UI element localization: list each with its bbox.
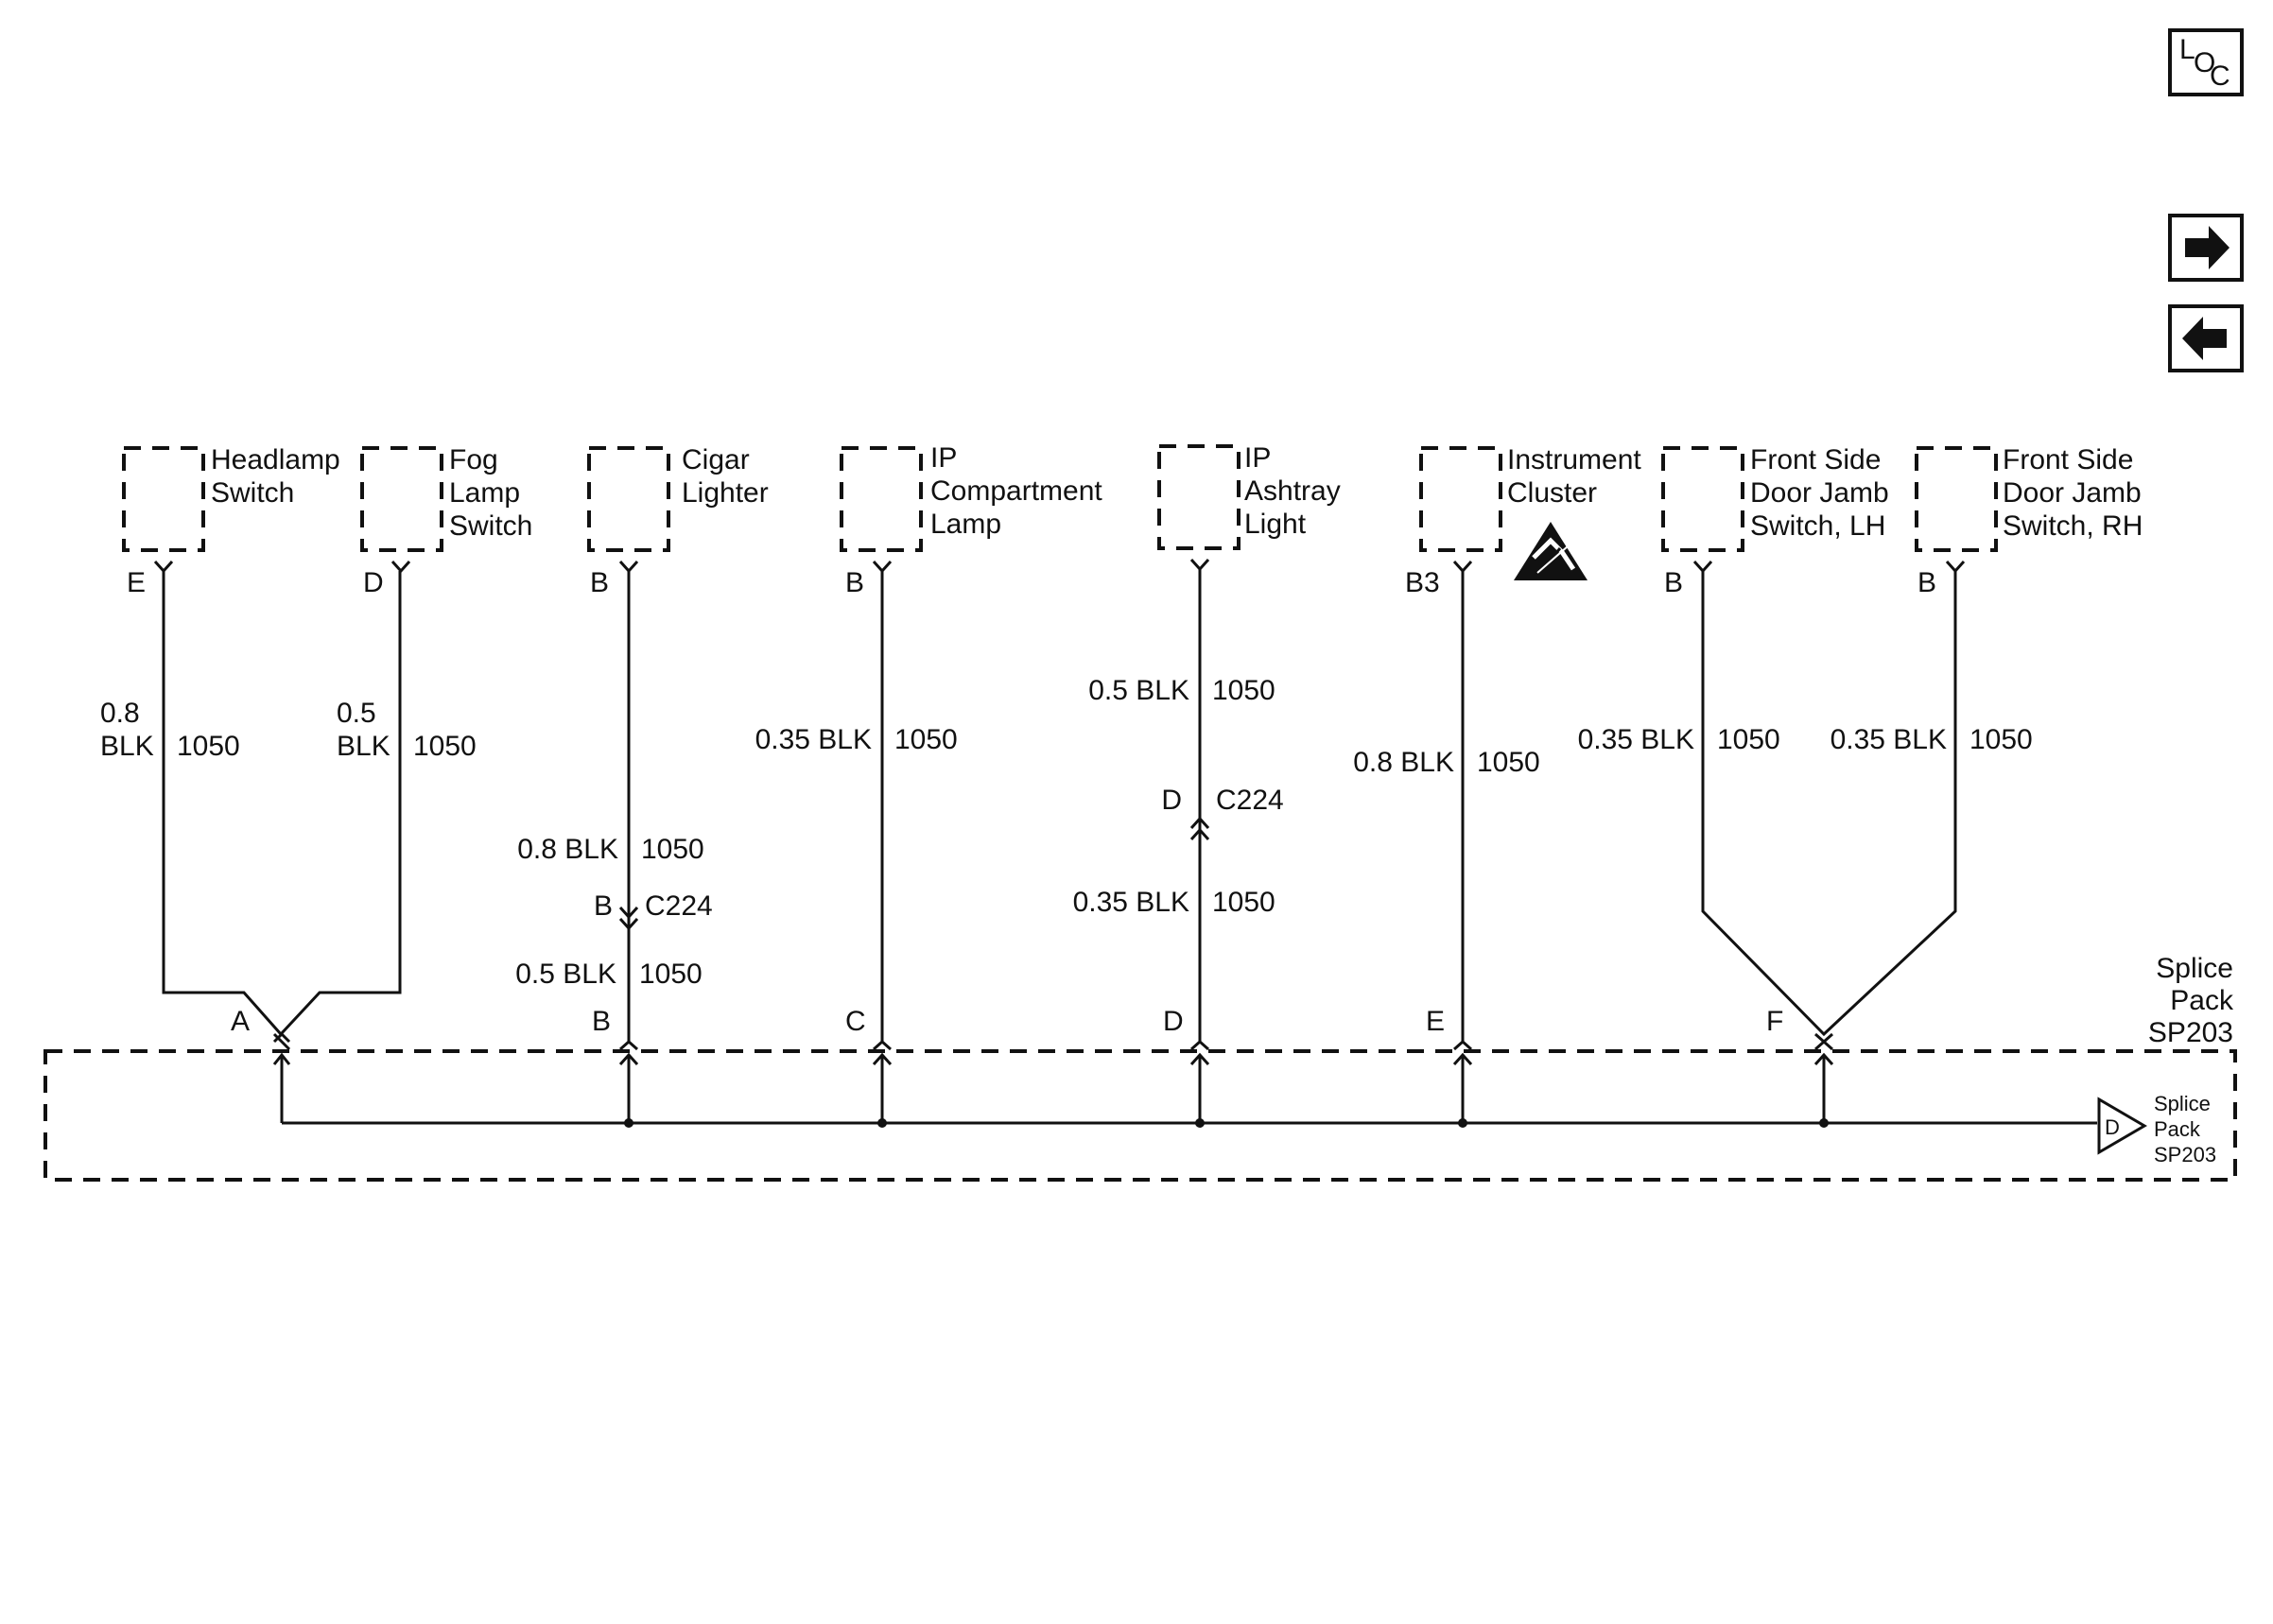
door-rh-pin: B (1917, 567, 1936, 598)
ip-ashtray-light-label-3: Light (1244, 509, 1307, 540)
splice-pack-label-1: Splice (2156, 953, 2233, 984)
fog-lamp-switch-label-1: Fog (449, 444, 498, 475)
ip-ashtray-light-label-1: IP (1244, 442, 1271, 474)
fog-lamp-switch-component: Fog Lamp Switch (360, 444, 532, 552)
splice-reference-label-2: Pack (2154, 1117, 2201, 1141)
splice-pin-c: C (845, 1006, 866, 1037)
headlamp-switch-label-1: Headlamp (211, 444, 340, 475)
cigar-lower-wire-size: 0.5 BLK (515, 959, 616, 990)
splice-pack-label-2: Pack (2170, 985, 2234, 1016)
cigar-pin: B (590, 567, 609, 598)
splice-terminals (272, 1031, 1833, 1051)
component-terminals (153, 558, 1966, 574)
fog-wire-size-1: 0.5 (337, 698, 376, 729)
splice-pin-f: F (1766, 1006, 1783, 1037)
door-lh-pin: B (1664, 567, 1683, 598)
fog-pin: D (363, 567, 384, 598)
ashtray-lower-wire-circuit: 1050 (1212, 887, 1275, 918)
ip-compartment-wire-size: 0.35 BLK (755, 724, 872, 755)
door-jamb-lh-label-3: Switch, LH (1750, 510, 1885, 542)
previous-page-button[interactable] (2168, 304, 2244, 372)
arrow-right-icon (2185, 226, 2230, 269)
ashtray-upper-wire-circuit: 1050 (1212, 675, 1275, 706)
ip-compartment-wire-circuit: 1050 (894, 724, 958, 755)
door-jamb-rh-label-3: Switch, RH (2003, 510, 2143, 542)
instrument-wire-size: 0.8 BLK (1353, 747, 1454, 778)
cigar-upper-wire-circuit: 1050 (641, 834, 704, 865)
fog-lamp-switch-label-3: Switch (449, 510, 532, 542)
loc-letter-c: C (2210, 60, 2230, 92)
door-jamb-rh-label-1: Front Side (2003, 444, 2133, 475)
c224-ashtray-connector (1189, 816, 1210, 841)
ip-ashtray-light-component: IP Ashtray Light (1157, 442, 1341, 550)
instrument-cluster-pin: B3 (1405, 567, 1440, 598)
ashtray-c224-pin: D (1161, 785, 1182, 816)
loc-letter-o: O (2194, 47, 2215, 78)
headlamp-wire-size-1: 0.8 (100, 698, 140, 729)
splice-pin-a: A (231, 1006, 250, 1037)
front-side-door-jamb-switch-lh-component: Front Side Door Jamb Switch, LH (1661, 444, 1889, 552)
splice-reference-label-1: Splice (2154, 1092, 2211, 1115)
c224-cigar-connector (618, 906, 639, 931)
fog-wire-circuit: 1050 (413, 731, 477, 762)
splice-pack-label-3: SP203 (2148, 1017, 2233, 1048)
splice-pin-e: E (1426, 1006, 1445, 1037)
wire-door-jamb (1701, 571, 1957, 1037)
instrument-wire-circuit: 1050 (1477, 747, 1540, 778)
splice-reference-label-3: SP203 (2154, 1143, 2216, 1166)
ashtray-upper-wire-size: 0.5 BLK (1088, 675, 1189, 706)
headlamp-wire-size-2: BLK (100, 731, 154, 762)
ip-compartment-lamp-label-3: Lamp (930, 509, 1001, 540)
ip-compartment-pin: B (845, 567, 864, 598)
headlamp-wire-circuit: 1050 (177, 731, 240, 762)
headlamp-switch-component: Headlamp Switch (122, 444, 340, 552)
cigar-c224-pin: B (594, 890, 613, 922)
splice-reference-pin: D (2105, 1115, 2120, 1139)
cigar-lighter-component: Cigar Lighter (587, 444, 769, 552)
door-lh-wire-circuit: 1050 (1717, 724, 1780, 755)
ip-compartment-lamp-component: IP Compartment Lamp (840, 442, 1102, 552)
door-rh-wire-size: 0.35 BLK (1831, 724, 1947, 755)
wire-headlamp (162, 571, 402, 1037)
next-page-button[interactable] (2168, 214, 2244, 282)
ip-compartment-lamp-label-1: IP (930, 442, 957, 474)
door-jamb-rh-label-2: Door Jamb (2003, 477, 2142, 509)
splice-bus (272, 1052, 2097, 1128)
arrow-left-icon (2182, 317, 2227, 360)
cigar-lower-wire-circuit: 1050 (639, 959, 703, 990)
loc-letter-l: L (2179, 34, 2195, 65)
ip-ashtray-light-label-2: Ashtray (1244, 475, 1341, 507)
door-jamb-lh-label-2: Door Jamb (1750, 477, 1889, 509)
splice-pin-b: B (592, 1006, 611, 1037)
instrument-cluster-component: Instrument Cluster (1419, 444, 1641, 580)
ashtray-c224-name: C224 (1216, 785, 1284, 816)
ip-compartment-lamp-label-2: Compartment (930, 475, 1102, 507)
fog-lamp-switch-label-2: Lamp (449, 477, 520, 509)
splice-pack-box (43, 1049, 2237, 1182)
headlamp-switch-label-2: Switch (211, 477, 294, 509)
esd-warning-icon (1514, 522, 1588, 580)
ashtray-lower-wire-size: 0.35 BLK (1073, 887, 1189, 918)
cigar-lighter-label-1: Cigar (682, 444, 750, 475)
splice-pack-reference[interactable]: D Splice Pack SP203 (2097, 1092, 2216, 1166)
door-rh-wire-circuit: 1050 (1969, 724, 2033, 755)
cigar-upper-wire-size: 0.8 BLK (517, 834, 618, 865)
cigar-lighter-label-2: Lighter (682, 477, 769, 509)
instrument-cluster-label-2: Cluster (1507, 477, 1597, 509)
splice-pin-d: D (1163, 1006, 1184, 1037)
loc-button[interactable]: L O C (2168, 28, 2244, 96)
headlamp-pin: E (127, 567, 146, 598)
front-side-door-jamb-switch-rh-component: Front Side Door Jamb Switch, RH (1915, 444, 2143, 552)
door-lh-wire-size: 0.35 BLK (1578, 724, 1694, 755)
cigar-c224-name: C224 (645, 890, 713, 922)
fog-wire-size-2: BLK (337, 731, 390, 762)
door-jamb-lh-label-1: Front Side (1750, 444, 1881, 475)
instrument-cluster-label-1: Instrument (1507, 444, 1641, 475)
